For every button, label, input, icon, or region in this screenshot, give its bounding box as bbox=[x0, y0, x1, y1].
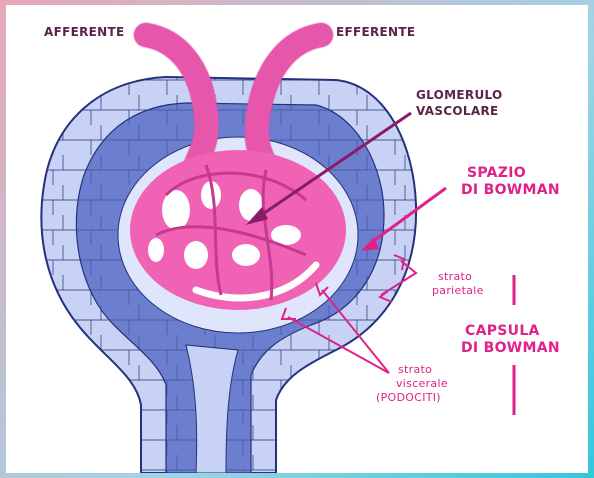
label-efferente: EFFERENTE bbox=[336, 25, 415, 39]
glomerulus-illustration bbox=[6, 5, 588, 473]
label-glomerulo-line1: GLOMERULO bbox=[416, 87, 503, 103]
label-capsula-line2: DI BOWMAN bbox=[461, 340, 560, 357]
label-parietale-line2: parietale bbox=[432, 284, 484, 298]
label-glomerulo-line2: VASCOLARE bbox=[416, 103, 503, 119]
label-viscerale-line3: (PODOCITI) bbox=[376, 391, 448, 405]
label-strato-viscerale: strato viscerale (PODOCITI) bbox=[376, 363, 448, 405]
glomerular-capillaries bbox=[130, 150, 346, 310]
label-spazio-di-bowman: SPAZIO DI BOWMAN bbox=[461, 165, 560, 199]
label-spazio-line1: SPAZIO bbox=[461, 165, 560, 182]
label-glomerulo-vascolare: GLOMERULO VASCOLARE bbox=[416, 87, 503, 119]
label-afferente: AFFERENTE bbox=[44, 25, 124, 39]
label-capsula-di-bowman: CAPSULA DI BOWMAN bbox=[461, 323, 560, 357]
label-strato-parietale: strato parietale bbox=[432, 270, 484, 298]
diagram-canvas: AFFERENTE EFFERENTE GLOMERULO VASCOLARE … bbox=[6, 5, 588, 473]
label-capsula-line1: CAPSULA bbox=[461, 323, 560, 340]
label-viscerale-line1: strato bbox=[376, 363, 448, 377]
label-viscerale-line2: viscerale bbox=[376, 377, 448, 391]
label-spazio-line2: DI BOWMAN bbox=[461, 182, 560, 199]
label-parietale-line1: strato bbox=[432, 270, 484, 284]
